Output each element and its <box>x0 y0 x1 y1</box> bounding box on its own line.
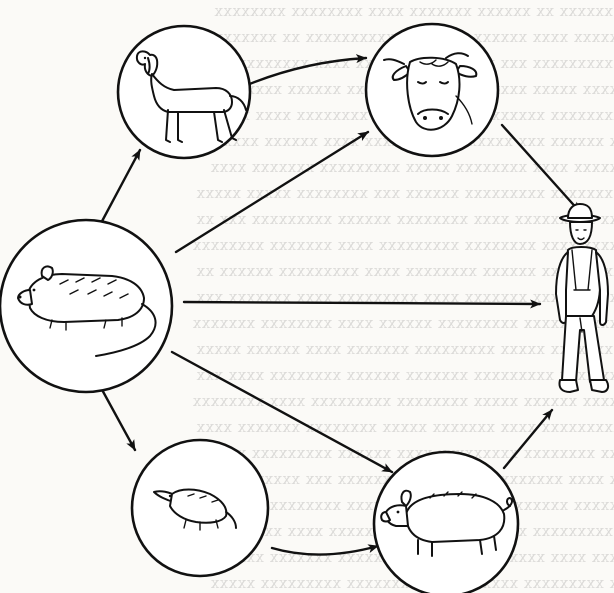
arrow-rat-to-cow <box>174 130 370 254</box>
node-human <box>555 203 610 393</box>
node-dog <box>116 24 252 160</box>
shrew-icon <box>153 488 237 531</box>
node-pig <box>372 450 520 593</box>
arrow-rat-to-dog <box>98 148 142 227</box>
arrow-rat-to-pig <box>170 350 394 474</box>
node-cow <box>364 22 500 158</box>
arrow-shrew-to-pig <box>270 544 380 556</box>
cow-icon <box>383 52 478 131</box>
arrow-cow-to-human <box>500 123 582 214</box>
arrow-rat-to-human <box>182 299 542 309</box>
farmer-icon <box>555 203 610 393</box>
pig-icon <box>380 489 513 557</box>
dog-icon <box>135 50 247 143</box>
arrows <box>98 54 582 556</box>
arrow-dog-to-cow <box>238 54 368 90</box>
arrow-pig-to-human <box>502 408 554 470</box>
arrow-rat-to-shrew <box>98 384 137 452</box>
node-shrew <box>130 438 270 578</box>
rat-icon <box>17 265 157 357</box>
node-rat <box>0 218 174 394</box>
